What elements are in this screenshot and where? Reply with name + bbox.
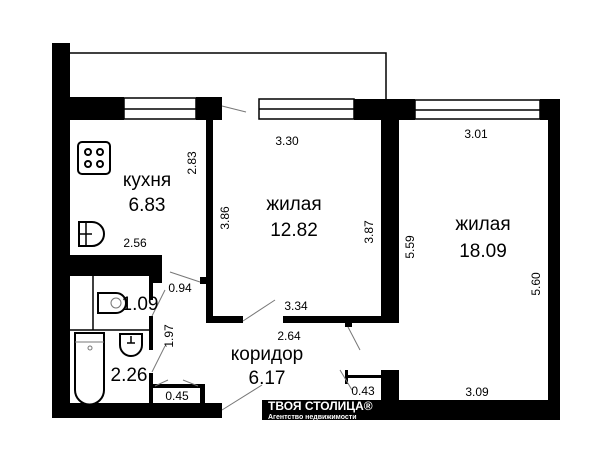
room-name-kitchen: кухня bbox=[123, 170, 171, 191]
dim-label: 0.45 bbox=[165, 389, 189, 403]
dim-label: 0.43 bbox=[351, 384, 375, 398]
wall-living1-bottom-a bbox=[206, 316, 243, 323]
kitchen-sink-icon bbox=[78, 221, 105, 247]
dim-label: 3.34 bbox=[284, 299, 308, 313]
dim-label: 1.97 bbox=[162, 324, 176, 348]
wall-kitchen-bottom bbox=[52, 255, 162, 276]
wall-door-stub bbox=[200, 277, 207, 284]
wall-top-kitchen bbox=[52, 97, 124, 120]
wall-bottom-left bbox=[52, 403, 222, 418]
wall-living2-bottom bbox=[381, 370, 399, 418]
entrance-door-swing bbox=[221, 384, 263, 411]
dim-label: 3.09 bbox=[465, 385, 489, 399]
wall-pillar-kitchen bbox=[196, 97, 222, 120]
balcony-door-swing bbox=[221, 105, 247, 113]
dim-label: 3.01 bbox=[464, 127, 488, 141]
room-area-corridor: 6.17 bbox=[249, 368, 286, 389]
living2-door-swing bbox=[347, 326, 361, 351]
room-area-toilet: 1.09 bbox=[122, 294, 159, 315]
dim-label: 2.56 bbox=[123, 236, 147, 250]
window-living2 bbox=[414, 99, 541, 120]
kitchen-door-swing bbox=[169, 271, 201, 283]
wall-pillar-middle bbox=[354, 99, 415, 120]
room-name-living1: жилая bbox=[266, 194, 321, 215]
dim-label: 5.60 bbox=[529, 272, 543, 296]
wall-kitchen-living1 bbox=[206, 120, 213, 323]
room-area-living1: 12.82 bbox=[270, 220, 318, 241]
wall-right-outer bbox=[548, 99, 560, 418]
watermark-subtitle: Агентство недвижимости bbox=[268, 414, 357, 421]
bathroom-sink-icon bbox=[119, 333, 143, 357]
wall-kitchen-stub bbox=[149, 276, 162, 283]
dim-label: 0.94 bbox=[168, 281, 192, 295]
cabinet-door-swing-b bbox=[182, 379, 199, 387]
toilet-door-swing bbox=[151, 289, 166, 317]
dim-label: 3.86 bbox=[218, 206, 232, 230]
bathtub-icon bbox=[74, 332, 105, 406]
cabinet-wall-side bbox=[200, 384, 205, 403]
stove-icon bbox=[77, 141, 111, 175]
wall-bath-a bbox=[149, 283, 153, 300]
window-living1 bbox=[258, 98, 355, 120]
living1-door-swing bbox=[242, 299, 276, 322]
dim-label: 3.87 bbox=[362, 220, 376, 244]
wall-living1-living2 bbox=[381, 120, 399, 323]
room-name-corridor: коридор bbox=[231, 344, 304, 365]
dim-label: 2.64 bbox=[277, 329, 301, 343]
window-kitchen bbox=[123, 97, 197, 120]
dim-label: 3.30 bbox=[275, 134, 299, 148]
wall-living2-door-stub bbox=[345, 323, 352, 327]
wall-left-outer bbox=[52, 43, 70, 418]
wall-bottom-right bbox=[262, 400, 560, 420]
bath-door-swing bbox=[151, 345, 166, 373]
wall-bath-b bbox=[149, 316, 153, 350]
dim-label: 5.59 bbox=[403, 235, 417, 259]
room-name-living2: жилая bbox=[455, 214, 510, 235]
toilet-icon bbox=[97, 292, 127, 314]
room-area-kitchen: 6.83 bbox=[129, 195, 166, 216]
wall-living1-bottom-b bbox=[283, 316, 399, 323]
balcony-outline bbox=[70, 52, 387, 99]
cabinet-wall-top bbox=[150, 384, 205, 388]
closet-door-swing bbox=[339, 369, 353, 391]
room-area-bathroom: 2.26 bbox=[111, 365, 148, 386]
watermark-brand: ТВОЯ СТОЛИЦА® bbox=[268, 399, 373, 413]
room-area-living2: 18.09 bbox=[459, 241, 507, 262]
cabinet-door-swing-a bbox=[154, 379, 169, 387]
dim-label: 2.83 bbox=[185, 151, 199, 175]
wall-stub-043-h bbox=[346, 375, 382, 378]
